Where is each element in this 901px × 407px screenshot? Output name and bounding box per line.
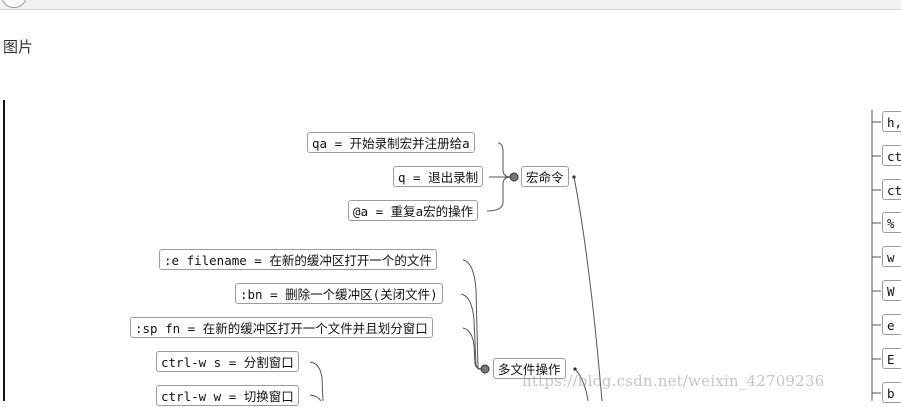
image-caption: 图片: [3, 38, 34, 56]
multi-collapse-handle: [480, 364, 490, 374]
connector-macro-1: [497, 142, 512, 178]
right-item-3[interactable]: ct: [882, 179, 901, 200]
right-item-7[interactable]: e: [882, 314, 901, 335]
connector-multi-2: [460, 293, 483, 370]
right-item-2[interactable]: ct: [882, 145, 901, 166]
macro-collapse-handle: [509, 172, 519, 182]
macro-item-quit[interactable]: q = 退出录制: [393, 166, 484, 187]
multi-item-switch-window[interactable]: ctrl-w w = 切换窗口: [156, 385, 299, 406]
right-item-6[interactable]: W: [882, 280, 901, 301]
connector-multi-4: [309, 361, 324, 401]
macro-item-record[interactable]: qa = 开始录制宏并注册给a: [307, 132, 475, 153]
connector-multi-root: [574, 368, 589, 401]
right-item-4[interactable]: %: [882, 212, 901, 233]
macro-group-node[interactable]: 宏命令: [521, 166, 569, 187]
multi-file-group-node[interactable]: 多文件操作: [493, 358, 566, 379]
connector-multi-3: [462, 327, 483, 370]
left-frame-border: [3, 100, 5, 401]
macro-item-replay[interactable]: @a = 重复a宏的操作: [348, 200, 479, 221]
multi-item-bn[interactable]: :bn = 删除一个缓冲区(关闭文件): [235, 283, 443, 304]
connector-multi-1: [462, 259, 482, 370]
right-item-1[interactable]: h,: [882, 111, 901, 132]
right-item-5[interactable]: w: [882, 246, 901, 267]
right-item-9[interactable]: b: [882, 382, 901, 403]
multi-item-split-window[interactable]: ctrl-w s = 分割窗口: [156, 351, 299, 372]
right-item-8[interactable]: E: [882, 348, 901, 369]
connector-macro-3: [486, 176, 512, 212]
top-toolbar: [0, 0, 901, 10]
multi-item-edit-file[interactable]: :e filename = 在新的缓冲区打开一个的文件: [159, 249, 437, 270]
connector-multi-5: [309, 394, 322, 401]
watermark-url: https://blog.csdn.net/weixin_42709236: [522, 372, 825, 390]
connector-macro-root: [573, 176, 603, 401]
multi-item-sp[interactable]: :sp fn = 在新的缓冲区打开一个文件并且划分窗口: [130, 317, 433, 338]
